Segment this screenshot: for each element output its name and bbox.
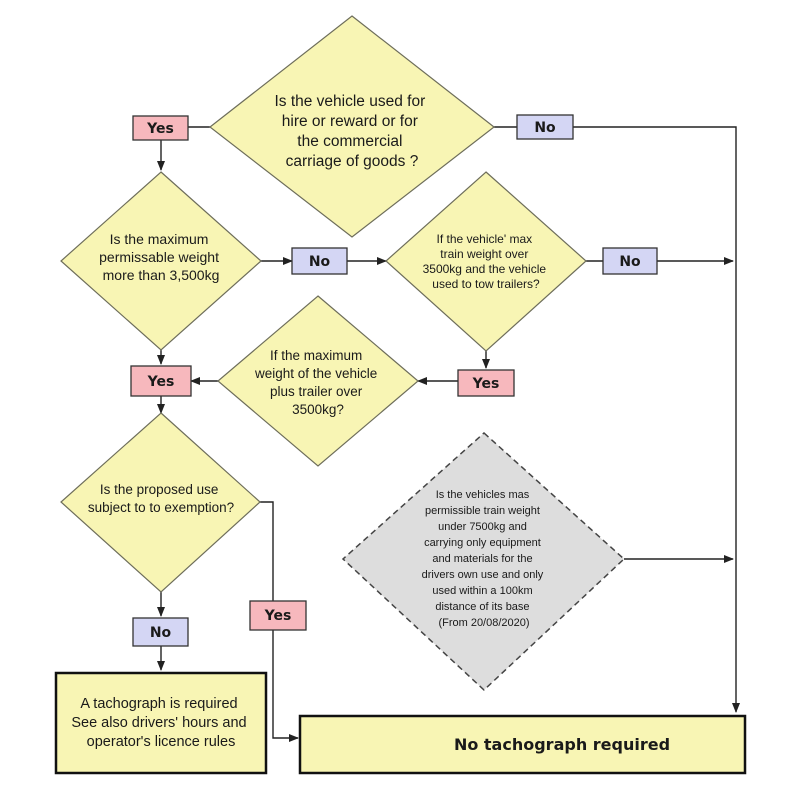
edge-no1-to-result	[573, 126, 740, 713]
svg-text:Is the maximum permissab: Is the maximum permissable weight more t…	[99, 231, 223, 283]
svg-text:No: No	[309, 254, 331, 270]
connectors	[157, 126, 740, 742]
decision-4: If the maximum weight of the vehicle plu…	[217, 295, 419, 467]
answer-no-3: No	[602, 247, 658, 275]
svg-text:Is the vehicles mas perm: Is the vehicles mas permissible train we…	[422, 489, 547, 629]
svg-text:Yes: Yes	[472, 376, 500, 392]
svg-text:Is the vehicle used for: Is the vehicle used for hire or reward o…	[274, 93, 429, 170]
decision-3: If the vehicle' max train weight over 35…	[385, 171, 587, 352]
decision-1: Is the vehicle used for hire or reward o…	[209, 15, 495, 238]
answer-yes-4: Yes	[249, 600, 307, 631]
answer-yes-3: Yes	[457, 369, 515, 397]
answer-yes-2: Yes	[130, 365, 192, 397]
svg-text:If the maximum weight of: If the maximum weight of the vehicle plu…	[254, 348, 381, 417]
decision-2: Is the maximum permissable weight more t…	[60, 171, 262, 351]
svg-text:A tachograph is required: A tachograph is required See also driver…	[71, 696, 250, 750]
svg-text:Yes: Yes	[146, 121, 174, 137]
result-no-tachograph-required: No tachograph required	[298, 714, 747, 775]
svg-text:Yes: Yes	[264, 608, 292, 624]
svg-text:If the vehicle' max trai: If the vehicle' max train weight over 35…	[423, 232, 550, 291]
svg-text:No: No	[619, 254, 641, 270]
svg-text:No: No	[150, 625, 172, 641]
answer-yes-1: Yes	[132, 115, 189, 141]
answer-no-4: No	[132, 617, 189, 647]
result-tachograph-required: A tachograph is required See also driver…	[54, 671, 268, 775]
answer-no-2: No	[291, 247, 348, 275]
svg-text:No tachograph required: No tachograph required	[454, 735, 670, 754]
answer-no-1: No	[516, 114, 574, 140]
edge-yes4-to-result	[272, 630, 299, 742]
edge-d5-to-yes4	[260, 501, 274, 601]
decision-6-exemption: Is the vehicles mas permissible train we…	[341, 431, 626, 692]
svg-text:Yes: Yes	[147, 374, 175, 390]
svg-text:No: No	[534, 120, 556, 136]
svg-text:Is the proposed use subj: Is the proposed use subject to to exempt…	[88, 482, 234, 515]
decision-5: Is the proposed use subject to to exempt…	[60, 412, 261, 593]
